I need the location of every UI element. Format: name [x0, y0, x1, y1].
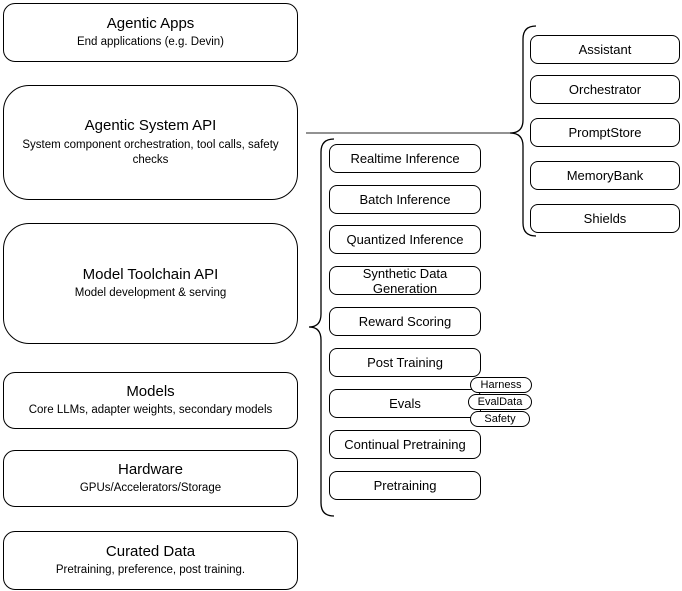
node-subtitle: Core LLMs, adapter weights, secondary mo… [28, 404, 273, 417]
node-reward-scoring: Reward Scoring [329, 307, 481, 336]
node-pretraining: Pretraining [329, 471, 481, 500]
node-title: Model Toolchain API [82, 265, 219, 283]
node-label: Batch Inference [359, 192, 451, 207]
node-label: Assistant [578, 42, 632, 57]
node-label: Orchestrator [568, 82, 642, 97]
node-synthetic-data-generation: Synthetic Data Generation [329, 265, 481, 296]
node-continual-pretraining: Continual Pretraining [329, 430, 481, 459]
node-hardware: Hardware GPUs/Accelerators/Storage [3, 450, 298, 507]
node-subtitle: Pretraining, preference, post training. [55, 564, 246, 577]
tag-harness: Harness [470, 377, 532, 393]
tag-label: Harness [480, 378, 522, 391]
node-models: Models Core LLMs, adapter weights, secon… [3, 372, 298, 429]
node-label: Pretraining [373, 478, 437, 493]
tag-label: EvalData [477, 395, 523, 408]
node-label: Evals [389, 396, 421, 411]
tag-evaldata: EvalData [468, 394, 532, 410]
node-subtitle: End applications (e.g. Devin) [76, 36, 225, 49]
node-label: PromptStore [568, 125, 642, 140]
node-agentic-system-api: Agentic System API System component orch… [3, 85, 298, 200]
node-title: Agentic System API [84, 117, 217, 135]
node-label: MemoryBank [566, 168, 644, 183]
node-batch-inference: Batch Inference [329, 185, 481, 214]
node-curated-data: Curated Data Pretraining, preference, po… [3, 531, 298, 590]
node-subtitle: Model development & serving [74, 287, 227, 300]
node-quantized-inference: Quantized Inference [329, 225, 481, 254]
tag-label: Safety [484, 412, 516, 425]
node-title: Agentic Apps [106, 14, 195, 32]
tag-safety: Safety [470, 411, 530, 427]
node-label: Shields [583, 211, 627, 226]
node-realtime-inference: Realtime Inference [329, 144, 481, 173]
node-title: Models [126, 382, 175, 400]
node-label: Quantized Inference [346, 232, 464, 247]
node-model-toolchain-api: Model Toolchain API Model development & … [3, 223, 298, 344]
node-post-training: Post Training [329, 348, 481, 377]
node-evals: Evals [329, 389, 481, 418]
node-subtitle: System component orchestration, tool cal… [22, 138, 279, 166]
node-agentic-apps: Agentic Apps End applications (e.g. Devi… [3, 3, 298, 62]
node-orchestrator: Orchestrator [530, 75, 680, 104]
node-label: Continual Pretraining [344, 437, 466, 452]
node-title: Curated Data [105, 542, 196, 560]
node-label: Synthetic Data Generation [362, 265, 448, 296]
node-title: Hardware [117, 460, 184, 478]
node-subtitle: GPUs/Accelerators/Storage [79, 482, 222, 495]
toolchain-group-brace [308, 138, 335, 517]
node-label: Reward Scoring [358, 314, 452, 329]
node-assistant: Assistant [530, 35, 680, 64]
node-memorybank: MemoryBank [530, 161, 680, 190]
node-promptstore: PromptStore [530, 118, 680, 147]
node-shields: Shields [530, 204, 680, 233]
node-label: Post Training [367, 355, 443, 370]
components-group-brace [509, 25, 537, 237]
node-label: Realtime Inference [350, 151, 460, 166]
